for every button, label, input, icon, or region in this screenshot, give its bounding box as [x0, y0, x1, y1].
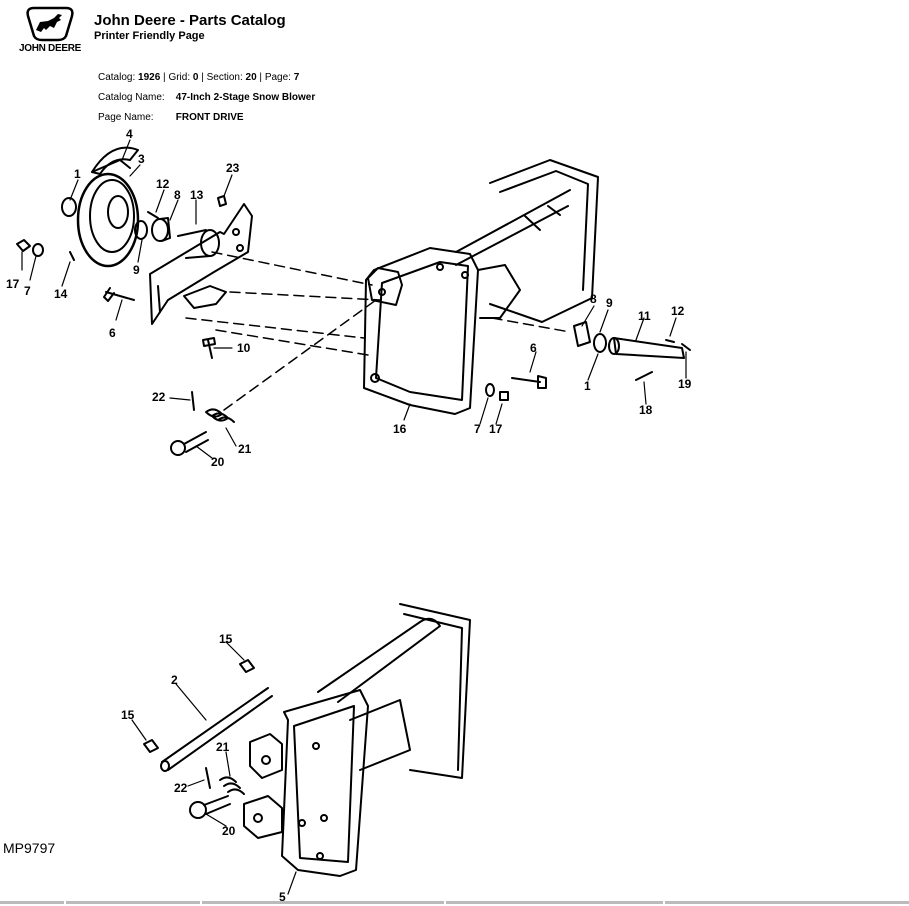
callout-15-top: 15	[219, 632, 233, 646]
callout-1: 1	[74, 167, 81, 181]
page-subtitle: Printer Friendly Page	[94, 30, 205, 42]
callout-15-left: 15	[121, 708, 135, 722]
callout-7-right: 7	[474, 422, 481, 436]
john-deere-logo: JOHN DEERE	[14, 6, 86, 56]
catalog-name-line: Catalog Name: 47-Inch 2-Stage Snow Blowe…	[98, 92, 315, 103]
callout-9: 9	[133, 263, 140, 277]
grid-label: Grid:	[168, 72, 191, 83]
callout-14: 14	[54, 287, 68, 301]
callout-12-right: 12	[671, 304, 685, 318]
callout-20: 20	[211, 455, 225, 469]
callout-7: 7	[24, 284, 31, 298]
callout-19: 19	[678, 377, 692, 391]
callout-8: 8	[174, 188, 181, 202]
catalog-name-value: 47-Inch 2-Stage Snow Blower	[175, 92, 316, 103]
callout-18: 18	[639, 403, 653, 417]
parts-diagram: 4 3 1 12 8 13 23 17 7 14 9 6 10 22 21 20…	[6, 127, 692, 904]
callout-5: 5	[279, 890, 286, 904]
page-name-label: Page Name:	[98, 112, 154, 123]
page-name-line: Page Name: FRONT DRIVE	[98, 112, 244, 123]
logo-text: JOHN DEERE	[18, 43, 81, 54]
callout-2: 2	[171, 673, 178, 687]
page-title: John Deere - Parts Catalog	[94, 12, 286, 29]
callout-6-right: 6	[530, 341, 537, 355]
callout-20-lower: 20	[222, 824, 236, 838]
callout-16: 16	[393, 422, 407, 436]
catalog-info-line: Catalog: 1926 | Grid: 0 | Section: 20 | …	[98, 72, 300, 83]
callout-9-right: 9	[606, 296, 613, 310]
page-value: 7	[293, 72, 300, 83]
callout-17: 17	[6, 277, 20, 291]
bottom-divider	[0, 901, 909, 905]
figure-code: MP9797	[3, 840, 56, 856]
callout-21-lower: 21	[216, 740, 230, 754]
catalog-name-label: Catalog Name:	[98, 92, 165, 103]
callout-23: 23	[226, 161, 240, 175]
callout-10: 10	[237, 341, 251, 355]
section-label: Section:	[206, 72, 243, 83]
callout-21: 21	[238, 442, 252, 456]
callout-13: 13	[190, 188, 204, 202]
catalog-value: 1926	[138, 72, 161, 83]
callout-8-right: 8	[590, 292, 597, 306]
callout-22: 22	[152, 390, 166, 404]
callout-6: 6	[109, 326, 116, 340]
callout-11: 11	[638, 309, 651, 323]
deer-logo-icon	[26, 6, 74, 42]
callout-17-right: 17	[489, 422, 503, 436]
catalog-label: Catalog:	[98, 72, 136, 83]
page-label: Page:	[264, 72, 291, 83]
callout-3: 3	[138, 152, 145, 166]
callout-22-lower: 22	[174, 781, 188, 795]
page-name-value: FRONT DRIVE	[175, 112, 244, 123]
section-value: 20	[245, 72, 257, 83]
callout-1-right: 1	[584, 379, 591, 393]
grid-value: 0	[192, 72, 199, 83]
callout-4: 4	[126, 127, 133, 141]
callout-12: 12	[156, 177, 170, 191]
